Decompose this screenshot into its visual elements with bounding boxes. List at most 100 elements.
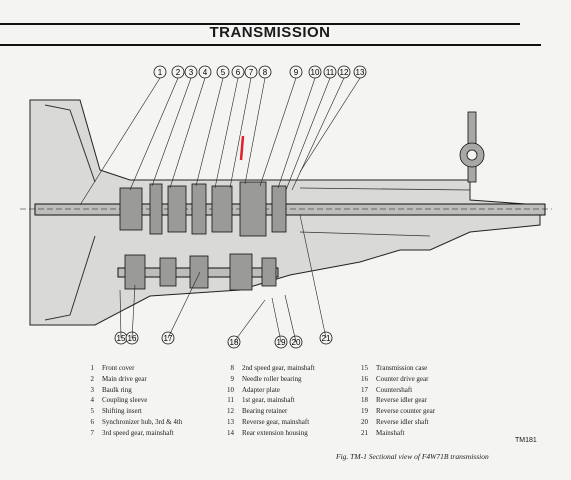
svg-text:3: 3 [189,68,194,77]
legend-item-number: 14 [227,428,234,437]
legend-item-number: 18 [361,396,368,405]
legend-item: 7 3rd speed gear, mainshaft [82,428,182,439]
svg-text:10: 10 [311,68,320,77]
figure-code: TM181 [515,437,537,444]
legend-item-label: Synchronizer hub, 3rd & 4th [102,417,183,426]
svg-text:8: 8 [263,68,268,77]
rear-extension-detail [299,187,471,237]
legend-item-number: 20 [361,417,368,426]
legend-item-number: 3 [90,385,95,394]
callout-1: 1 [153,65,167,79]
legend-item: 2 Main drive gear [82,374,182,385]
callout-2: 2 [171,65,185,79]
main-shaft [34,203,546,216]
legend-item-number: 1 [90,364,95,372]
bell-housing-edge [44,104,96,321]
svg-text:21: 21 [322,334,331,343]
svg-text:19: 19 [277,338,286,347]
svg-text:6: 6 [236,68,241,77]
legend-item-label: Needle roller bearing [242,374,302,383]
figure-caption: Fig. TM-1 Sectional view of F4W71B trans… [336,452,489,461]
legend-item-label: Reverse counter gear [376,407,436,416]
legend-item-label: Front cover [102,364,135,372]
legend-column-2: 8 2nd speed gear, mainshaft 9 Needle roller… [222,363,315,439]
shift-lever-assembly [459,111,485,183]
legend-item-number: 21 [361,428,368,437]
callout-8: 8 [258,65,272,79]
leader-lines [79,77,361,343]
legend-item: 3 Baulk ring [82,385,182,396]
callout-4: 4 [198,65,212,79]
callout-10: 10 [308,65,322,79]
legend-item-label: Bearing retainer [242,407,288,416]
legend-item-label: Countershaft [376,385,413,394]
legend-item-number: 13 [227,417,234,426]
callout-12: 12 [337,65,351,79]
legend-item: 8 2nd speed gear, mainshaft [222,363,315,374]
legend-item-number: 12 [227,407,234,416]
legend-item: 12 Bearing retainer [222,406,315,417]
legend-item-label: Adapter plate [242,385,280,394]
red-annotation-mark [239,135,245,161]
callout-9: 9 [289,65,303,79]
svg-text:13: 13 [356,68,365,77]
svg-text:4: 4 [203,68,208,77]
legend-item-number: 2 [90,374,95,383]
svg-text:7: 7 [249,68,254,77]
legend-item: 13 Reverse gear, mainshaft [222,417,315,428]
callout-13: 13 [353,65,367,79]
legend-item: 10 Adapter plate [222,385,315,396]
callout-3: 3 [184,65,198,79]
svg-text:17: 17 [164,334,173,343]
legend-item: 11 1st gear, mainshaft [222,395,315,406]
legend-item: 4 Coupling sleeve [82,395,182,406]
legend-item-number: 4 [90,396,95,405]
svg-text:15: 15 [117,334,126,343]
legend-item: 5 Shifting insert [82,406,182,417]
legend-item-label: Rear extension housing [242,428,308,437]
legend-item-label: 3rd speed gear, mainshaft [102,428,174,437]
legend-item-label: Baulk ring [102,385,132,394]
legend-item: 1 Front cover [82,363,182,374]
legend-item-label: Coupling sleeve [102,396,148,405]
legend-item-label: Transmission case [376,364,428,372]
legend-item-label: Shifting insert [102,407,142,416]
svg-text:18: 18 [230,338,239,347]
legend-item-number: 8 [230,364,235,372]
legend-item-label: Reverse idler gear [376,396,427,405]
svg-text:16: 16 [128,334,137,343]
callout-11: 11 [323,65,337,79]
legend-item-label: Reverse gear, mainshaft [242,417,310,426]
legend-item: 20 Reverse idler shaft [356,417,435,428]
legend-item: 14 Rear extension housing [222,428,315,439]
legend-item-label: Main drive gear [102,374,147,383]
legend-item-label: Counter drive gear [376,374,429,383]
legend-item-number: 11 [227,396,234,405]
legend-item-label: Reverse idler shaft [376,417,429,426]
legend-item-number: 19 [361,407,368,416]
legend-item-label: 2nd speed gear, mainshaft [242,364,315,372]
callout-6: 6 [231,65,245,79]
legend-item: 15 Transmission case [356,363,435,374]
svg-text:9: 9 [294,68,299,77]
callout-7: 7 [244,65,258,79]
countershaft-gears [124,253,277,291]
legend-item-number: 5 [90,407,95,416]
svg-text:20: 20 [292,338,301,347]
svg-text:11: 11 [326,68,335,77]
legend-item-number: 15 [361,364,368,372]
svg-text:1: 1 [158,68,163,77]
legend-item-number: 10 [227,385,234,394]
legend-item-number: 9 [230,374,235,383]
header-rule-bottom [0,44,541,46]
svg-text:12: 12 [340,68,349,77]
legend-item-label: 1st gear, mainshaft [242,396,295,405]
legend-item: 19 Reverse counter gear [356,406,435,417]
legend-item-number: 7 [90,428,95,437]
